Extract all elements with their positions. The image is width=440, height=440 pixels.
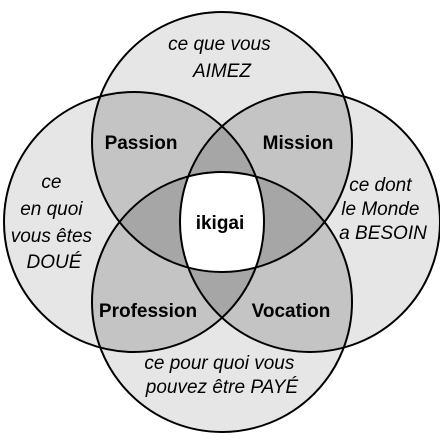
circle-good-at-line-1: ce xyxy=(41,172,61,193)
circle-paid-line-1: ce pour quoi vous xyxy=(144,353,294,374)
circle-world-needs-label: ce dont le Monde a BESOIN xyxy=(339,175,427,244)
circle-good-at-line-3: vous êtes xyxy=(11,226,93,247)
circle-love-line-2: AIMEZ xyxy=(192,61,252,82)
circle-good-at-label: ce en quoi vous êtes DOUÉ xyxy=(11,172,98,273)
circle-good-at-line-2: en quoi xyxy=(20,199,83,220)
overlap-vocation-label: Vocation xyxy=(252,301,331,322)
circle-world-needs-line-3: a BESOIN xyxy=(339,223,427,244)
circle-good-at-line-4: DOUÉ xyxy=(27,252,82,273)
circle-world-needs-line-1: ce dont xyxy=(349,175,412,196)
circle-love-line-1: ce que vous xyxy=(168,34,271,55)
center-ikigai-label: ikigai xyxy=(196,213,245,234)
circle-paid-label: ce pour quoi vous pouvez être PAYÉ xyxy=(144,353,299,398)
overlap-profession-label: Profession xyxy=(99,301,197,322)
circle-paid-line-2: pouvez être PAYÉ xyxy=(145,377,299,398)
circle-world-needs-line-2: le Monde xyxy=(341,199,419,220)
overlap-passion-label: Passion xyxy=(105,133,178,154)
circle-love-label: ce que vous AIMEZ xyxy=(168,34,276,82)
overlap-mission-label: Mission xyxy=(263,133,334,154)
